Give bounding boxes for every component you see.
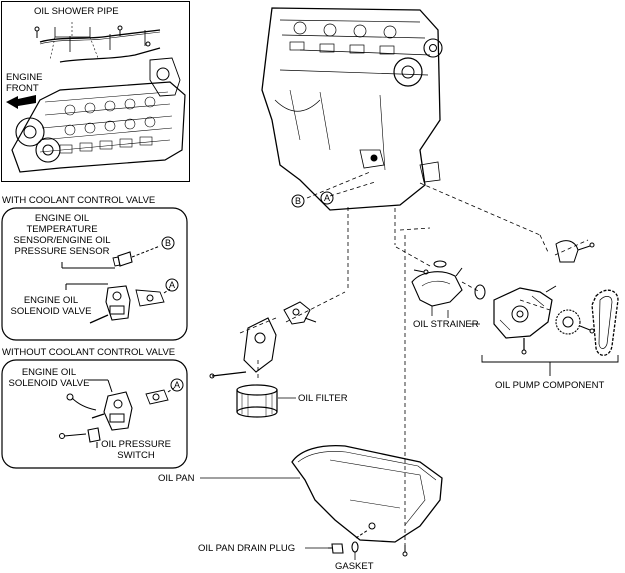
label-eos-valve-2: ENGINE OIL SOLENOID VALVE [8,367,90,389]
label-eot-sensor: ENGINE OIL TEMPERATURE SENSOR/ENGINE OIL… [13,213,111,257]
label-gasket: GASKET [335,561,374,572]
callout-b-main [291,194,305,208]
pump-sprocket [555,309,581,335]
engine-block [261,7,441,211]
label-oil-strainer: OIL STRAINER [413,319,479,330]
front-arrow-icon [6,95,36,109]
label-eos-valve-1: ENGINE OIL SOLENOID VALVE [10,295,92,317]
with-ccv-inset-frame [1,207,188,341]
label-oil-shower-pipe: OIL SHOWER PIPE [34,6,119,17]
oil-shower-pipe [39,29,161,43]
oil-pump-part [493,287,553,339]
label-without-ccv: WITHOUT COOLANT CONTROL VALVE [2,347,176,358]
eos-valve-part-1 [105,285,131,321]
cylinder-head [11,81,186,173]
label-oil-pressure-switch: OIL PRESSURE SWITCH [101,439,171,461]
oil-strainer-part [411,271,463,307]
label-oil-filter: OIL FILTER [298,393,348,404]
callout-b-inset [161,236,175,250]
label-oil-pan: OIL PAN [158,473,195,484]
label-with-ccv: WITH COOLANT CONTROL VALVE [2,195,156,206]
callout-a-main-letter: A [323,193,330,203]
pump-chain [591,289,619,356]
oil-filter-part [236,384,278,418]
callout-b-main-letter: B [294,196,301,206]
label-engine-front-1: ENGINE [6,72,43,83]
oil-filter-adapter [243,317,277,373]
label-oil-pump-component: OIL PUMP COMPONENT [495,380,605,391]
front-pulley-lower [423,38,443,58]
chain-guide [555,240,579,263]
eos-valve-part-2 [103,391,133,431]
label-engine-front-2: FRONT [6,83,39,94]
callout-a-inset1 [165,278,179,292]
gasket-part [351,541,359,553]
callout-a-main [320,191,334,205]
callout-a-inset1-letter: A [168,280,175,290]
front-pulley-upper [393,57,423,87]
oil-pressure-switch-part [87,427,101,443]
drain-plug-part [331,543,344,554]
label-oil-pan-drain-plug: OIL PAN DRAIN PLUG [198,543,296,554]
shower-pipe-inset-frame [1,1,190,182]
without-ccv-inset-frame [1,359,188,469]
callout-b-inset-letter: B [164,238,171,248]
oil-pan-part [291,444,443,543]
callout-a-inset2 [170,378,184,392]
callout-a-inset2-letter: A [173,380,180,390]
